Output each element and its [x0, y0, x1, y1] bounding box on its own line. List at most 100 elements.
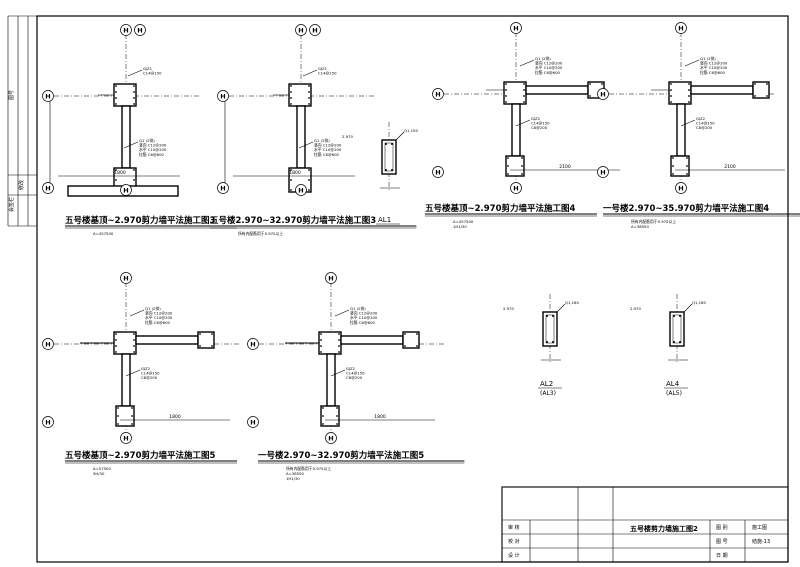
section-stirrup — [672, 314, 682, 344]
rebar-dot — [308, 103, 310, 105]
rebar-dot — [290, 103, 292, 105]
end-column-bottom — [670, 155, 690, 177]
section-mid-note: 2.970 — [342, 134, 353, 139]
axis-bubble-top-label: H — [123, 274, 128, 282]
axis-bubble-bottom — [120, 432, 132, 444]
drawing-category-value: 施工图 — [752, 524, 767, 531]
plan-title: 五号楼基顶~2.970剪力墙平法施工图5 — [65, 450, 216, 461]
column-note-text: C14@150 — [346, 371, 365, 376]
column-note-text: GJZ2 — [531, 116, 541, 121]
column-note-text: C14@150 — [141, 371, 160, 376]
section-sublabel: (AL5) — [666, 390, 682, 397]
margin-label-bottom: 会签栏 — [8, 197, 15, 212]
rebar-dot — [211, 333, 213, 335]
plan-note-2: A=38550 — [286, 471, 304, 476]
axis-bubble-bottom — [295, 184, 307, 196]
rebar-dot — [115, 103, 117, 105]
column-note-leader — [127, 69, 143, 77]
rebar-dot — [336, 415, 338, 417]
axis-bubble-left-label: H — [45, 340, 50, 348]
rebar-dot — [589, 83, 591, 85]
wall-rebar-note-leader — [123, 141, 139, 149]
axis-bubble-left — [432, 88, 444, 100]
axis-bubble-top-label: H — [513, 24, 518, 32]
axis-bubble-bottom-label: H — [123, 434, 128, 442]
rebar-dot — [505, 89, 507, 91]
rebar-dot — [507, 165, 509, 167]
wall-segment-vertical — [326, 353, 336, 407]
rebar-dot — [754, 83, 756, 85]
rebar-dot — [133, 91, 135, 93]
rebar-dot — [131, 407, 133, 409]
wall-segment-vertical — [121, 105, 131, 169]
rebar-dot — [507, 173, 509, 175]
axis-bubble-left-2 — [42, 182, 54, 194]
wall-rebar-note-text: 竖向 C12@200 — [145, 311, 173, 316]
wall-segment-horizontal — [340, 335, 404, 345]
column-note-leader — [125, 369, 141, 377]
column-note-text: GJZ2 — [346, 366, 356, 371]
rebar-dot — [199, 333, 201, 335]
rebar-dot — [338, 339, 340, 341]
rebar-dot — [601, 83, 603, 85]
axis-bubble-top — [120, 272, 132, 284]
wall-segment-vertical — [121, 353, 131, 407]
rebar-dot — [115, 339, 117, 341]
wall-rebar-note-text: 水平 C10@200 — [535, 65, 563, 70]
axis-bubble-left-2-label: H — [600, 168, 605, 176]
axis-bubble-top-label: H — [678, 24, 683, 32]
rebar-dot — [670, 83, 672, 85]
plan-title: 一号楼2.970~32.970剪力墙平法施工图5 — [258, 450, 424, 461]
axis-bubble-left-2 — [42, 416, 54, 428]
drawing-number-value: 结施-13 — [752, 538, 770, 545]
corner-column — [503, 81, 527, 105]
rebar-dot — [523, 95, 525, 97]
end-column-bottom — [115, 405, 135, 427]
section-rebar-dot — [552, 315, 554, 317]
axis-bubble-top-2 — [309, 24, 321, 36]
rebar-dot — [320, 345, 322, 347]
section-rebar-dot — [679, 315, 681, 317]
rebar-dot — [670, 101, 672, 103]
rebar-dot — [115, 85, 117, 87]
axis-bubble-left-2 — [217, 182, 229, 194]
corner-column — [113, 331, 137, 355]
plan-note-2: 1H1/30 — [453, 224, 467, 229]
wall-rebar-note-text: Q1 (2排) — [350, 306, 366, 311]
rebar-dot — [322, 407, 324, 409]
rebar-dot — [416, 345, 418, 347]
rebar-dot — [308, 91, 310, 93]
wall-rebar-note-text: 水平 C10@200 — [314, 147, 342, 152]
rebar-dot — [115, 333, 117, 335]
column-note-text: GJZ2 — [696, 116, 706, 121]
section-label: AL1 — [378, 216, 391, 224]
rebar-dot — [507, 157, 509, 159]
wall-rebar-note-text: 水平 C10@200 — [350, 315, 378, 320]
axis-bubble-top — [510, 22, 522, 34]
axis-bubble-top-label: H — [298, 26, 303, 34]
axis-bubble-left-label: H — [45, 92, 50, 100]
column-note-leader — [302, 69, 318, 77]
margin-label-top: 图号 — [9, 90, 15, 100]
plan-title: 一号楼2.970~35.970剪力墙平法施工图4 — [603, 203, 769, 214]
wall-rebar-note-text: Q1 (2排) — [145, 306, 161, 311]
axis-bubble-bottom — [325, 432, 337, 444]
rebar-dot — [686, 173, 688, 175]
section-rebar-dot — [385, 169, 387, 171]
axis-bubble-bottom-label: H — [298, 186, 303, 194]
rebar-dot — [117, 407, 119, 409]
axis-bubble-bottom — [675, 182, 687, 194]
axis-bubble-left-2-label: H — [435, 168, 440, 176]
rebar-dot — [115, 351, 117, 353]
rebar-dot — [505, 95, 507, 97]
wall-rebar-note-text: 竖向 C12@200 — [350, 311, 378, 316]
rebar-dot — [308, 85, 310, 87]
wall-rebar-note-text: 拉筋 C6@600 — [535, 70, 560, 75]
section-rebar-dot — [673, 315, 675, 317]
column-note-text: C14@150 — [143, 71, 162, 76]
axis-bubble-left-label: H — [220, 92, 225, 100]
rebar-dot — [589, 95, 591, 97]
drawing-number-label: 图 号 — [716, 539, 728, 545]
wall-rebar-note-text: 竖向 C12@200 — [139, 143, 167, 148]
